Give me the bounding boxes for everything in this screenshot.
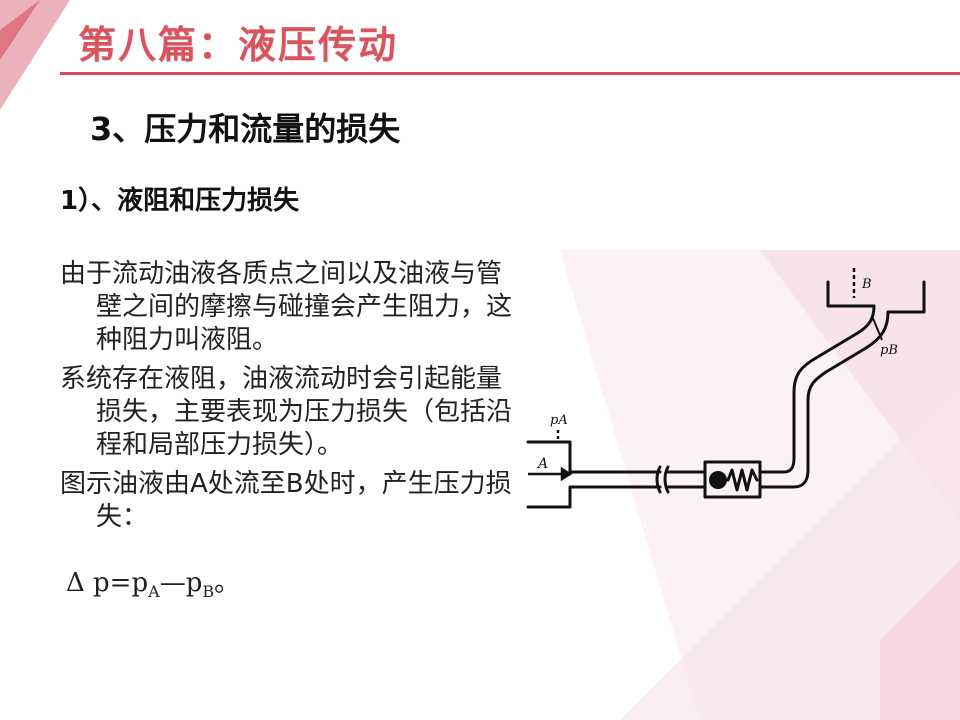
label-b: B — [861, 277, 872, 292]
slide-title: 第八篇：液压传动 — [78, 22, 399, 67]
label-a: A — [536, 456, 548, 472]
pressure-loss-formula: Δ p=pA—pB。 — [66, 562, 240, 601]
body-text: 由于流动油液各质点之间以及油液与管壁之间的摩擦与碰撞会产生阻力，这种阻力叫液阻。… — [60, 258, 520, 540]
formula-sub-b: B — [202, 582, 215, 602]
title-bar: 第八篇：液压传动 — [0, 0, 960, 80]
paragraph-2: 系统存在液阻，油液流动时会引起能量损失，主要表现为压力损失（包括沿程和局部压力损… — [60, 364, 513, 460]
section-heading: 3、压力和流量的损失 — [90, 110, 401, 148]
paragraph-3: 图示油液由A处流至B处时，产生压力损失： — [60, 469, 512, 532]
formula-sub-a: A — [148, 582, 160, 602]
formula-middle: —p — [159, 568, 203, 598]
subsection-heading: 1）、液阻和压力损失 — [60, 186, 300, 216]
formula-prefix: Δ p=p — [66, 568, 149, 598]
pipe-diagram: A B pA pB — [526, 268, 926, 509]
title-underline — [60, 72, 960, 75]
valve-ball — [709, 471, 727, 489]
paragraph-1: 由于流动油液各质点之间以及油液与管壁之间的摩擦与碰撞会产生阻力，这种阻力叫液阻。 — [60, 259, 513, 355]
label-pb: pB — [880, 343, 898, 358]
formula-suffix: 。 — [214, 568, 241, 598]
label-pa: pA — [550, 413, 568, 428]
